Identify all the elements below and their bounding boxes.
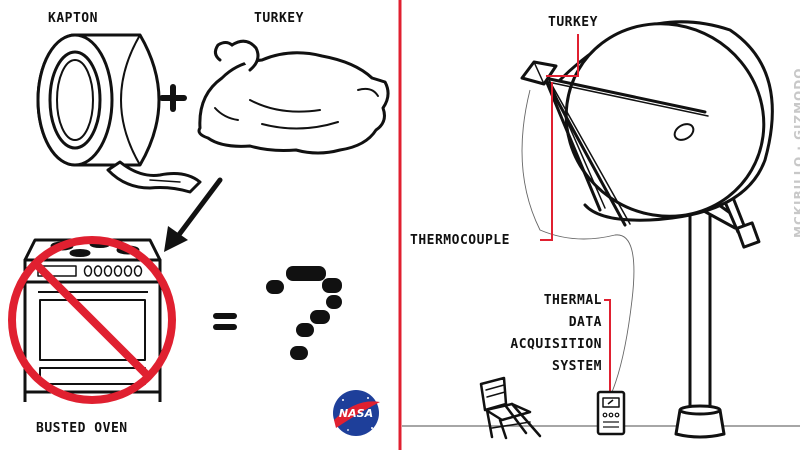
arrow-to-oven-icon bbox=[164, 177, 223, 252]
plus-sign-icon bbox=[159, 84, 187, 112]
nasa-logo: NASA bbox=[333, 390, 380, 436]
daq-label-line-2: DATA bbox=[568, 315, 602, 330]
kapton-tape-roll-icon bbox=[36, 33, 202, 194]
busted-oven-label: BUSTED OVEN bbox=[36, 421, 128, 436]
data-acquisition-device-icon bbox=[596, 390, 626, 436]
callout-lines bbox=[540, 34, 611, 392]
nasa-logo-text: NASA bbox=[339, 407, 373, 420]
kapton-label: KAPTON bbox=[48, 11, 98, 26]
thermocouple-label: THERMOCOUPLE bbox=[410, 233, 510, 248]
daq-label-line-1: THERMAL bbox=[543, 293, 602, 308]
thermocouple-cable bbox=[521, 89, 635, 393]
daq-label-line-3: ACQUISITION bbox=[510, 337, 602, 352]
turkey-label-right: TURKEY bbox=[548, 15, 598, 30]
equals-sign-icon bbox=[213, 313, 237, 330]
satellite-dish-icon bbox=[520, 20, 774, 227]
question-mark-icon bbox=[266, 266, 342, 360]
dish-pole-icon bbox=[674, 188, 761, 439]
turkey-label-left: TURKEY bbox=[254, 11, 304, 26]
artist-credit: MCKIBILLO · GIZMODO bbox=[792, 67, 800, 238]
raw-turkey-icon bbox=[197, 39, 390, 155]
prohibition-sign-icon bbox=[8, 236, 176, 404]
folding-chair-icon bbox=[479, 376, 542, 440]
daq-label-line-4: SYSTEM bbox=[552, 359, 602, 374]
